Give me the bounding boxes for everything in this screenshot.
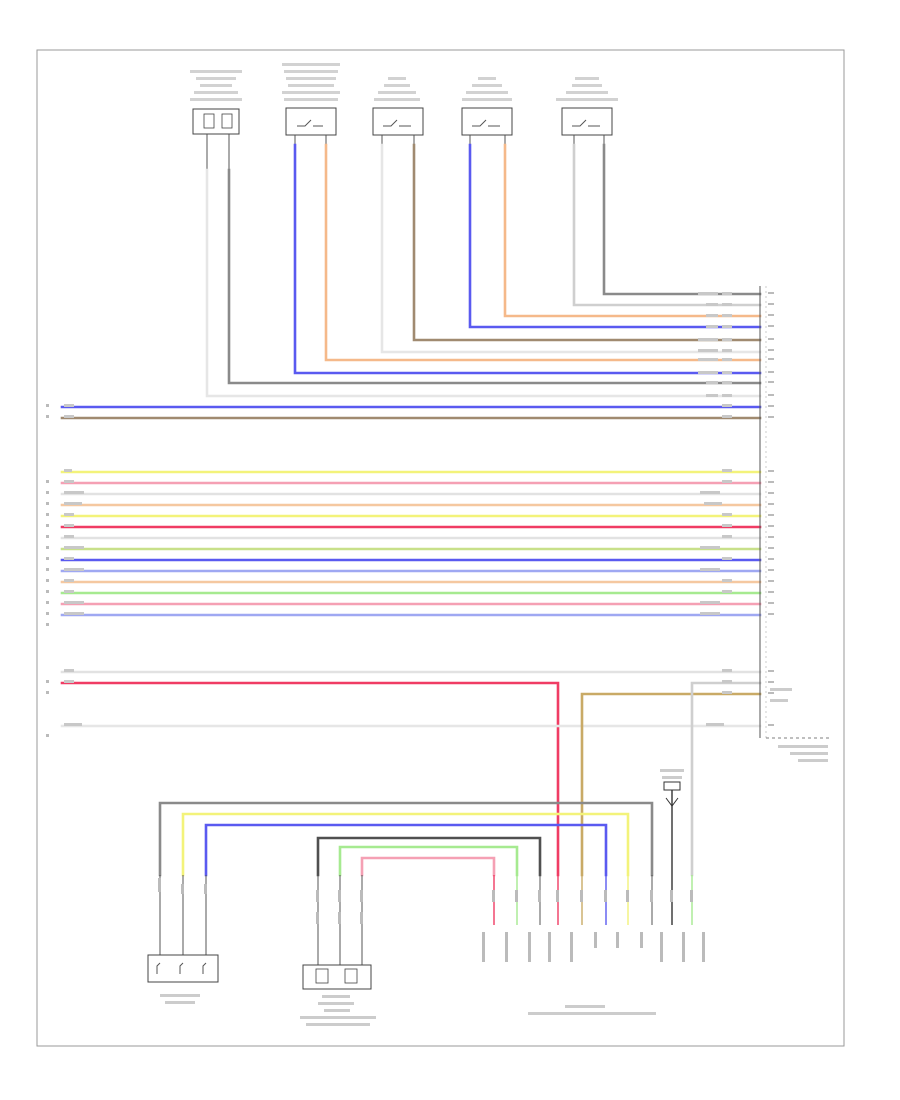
wire-top-1a [205,168,762,398]
bottom-right-module-caption [528,1005,656,1015]
wire-top-5a [572,143,762,307]
top-wire-group [205,143,762,398]
wire-b-dark [316,836,542,877]
top-component-3 [372,107,424,136]
top-component-1 [192,108,240,135]
bus-wires-middle [60,470,762,617]
wire-b-blue [204,823,608,877]
wire-top-3b [412,143,762,342]
wire-top-2a [293,143,762,375]
top-caption-marks [190,63,618,101]
wire-orange-feed [580,692,762,877]
wire-top-5b [602,143,762,296]
wire-top-1b [227,168,762,385]
wire-h-18 [60,681,560,877]
wire-top-2b [324,143,762,362]
top-component-4 [461,107,513,136]
wire-label-marks [64,292,732,726]
ground-sensor [660,769,684,807]
wire-top-4a [468,143,762,329]
bottom-vertical-marks [158,878,705,962]
wire-gray-feed [690,681,762,877]
wire-b-gray [158,801,654,877]
right-connector [759,286,830,762]
wire-top-3a [380,143,762,354]
wire-top-4b [503,143,762,318]
top-component-5 [561,107,613,136]
bottom-leads [159,790,693,965]
top-component-2 [285,107,337,136]
left-pin-marks [46,404,49,737]
bottom-wire-group [158,801,654,877]
wire-b-yellow [181,812,630,877]
top-leads [206,134,605,170]
bus-wires-lower [60,670,762,877]
bottom-middle-component [300,964,376,1026]
bottom-left-component [147,954,219,1004]
wire-b-lgreen [338,845,519,877]
wire-b-pink [360,856,496,877]
bus-wires-upper [60,405,762,420]
diagram-border [36,49,845,1047]
